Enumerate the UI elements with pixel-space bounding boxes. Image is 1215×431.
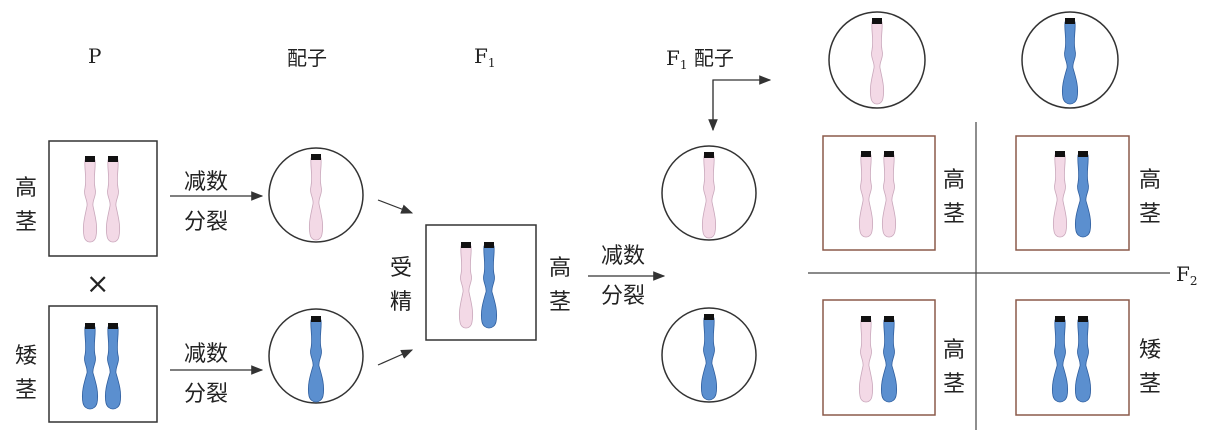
label-division-top: 分裂 — [184, 210, 229, 235]
chromosome-f2-bl-1 — [858, 315, 874, 403]
dwarf-parent-box — [48, 305, 158, 423]
chromosome-tall-1 — [82, 155, 98, 243]
label-f1-tall: 高茎 — [548, 256, 571, 315]
chromosome-f1-dwarf — [480, 241, 498, 329]
label-f2-tl: 高茎 — [942, 168, 965, 227]
f2-box-br — [1015, 299, 1130, 416]
label-dwarf-parent: 矮茎 — [14, 344, 37, 403]
label-meiosis-top: 减数 — [184, 170, 229, 195]
cross-symbol: × — [86, 267, 110, 300]
chromosome-f2-tl-1 — [858, 150, 874, 238]
arrow-tall-gamete-to-f1 — [377, 199, 414, 214]
chromosome-f2-gamete-tall — [869, 17, 885, 105]
header-gamete: 配子 — [287, 46, 327, 70]
f1-box — [425, 224, 537, 341]
label-fertilization: 受精 — [389, 256, 412, 315]
label-tall-parent: 高茎 — [14, 176, 37, 235]
chromosome-dwarf-2 — [104, 322, 122, 410]
chromosome-f2-tl-2 — [881, 150, 897, 238]
f1-gamete-tall-cell — [661, 145, 757, 241]
label-f2-bl: 高茎 — [942, 338, 965, 397]
label-division-bottom: 分裂 — [184, 382, 229, 407]
label-division-f1: 分裂 — [601, 284, 646, 309]
chromosome-tall-2 — [105, 155, 121, 243]
chromosome-f2-bl-2 — [880, 315, 898, 403]
dwarf-gamete-cell — [268, 308, 364, 404]
header-p: P — [88, 44, 102, 68]
f2-gamete-dwarf-cell — [1021, 11, 1119, 109]
chromosome-gamete-dwarf — [307, 315, 325, 403]
chromosome-f2-br-1 — [1051, 315, 1069, 403]
chromosome-dwarf-1 — [81, 322, 99, 410]
f1-gamete-dwarf-cell — [661, 307, 757, 403]
header-f1: F1 — [474, 44, 496, 70]
chromosome-f1-tall — [458, 241, 474, 329]
chromosome-f1-gamete-tall — [701, 151, 717, 239]
chromosome-f2-gamete-dwarf — [1061, 17, 1079, 105]
f2-box-bl — [822, 299, 936, 416]
label-f2-br: 矮茎 — [1138, 338, 1161, 397]
arrow-to-f2-gametes — [712, 75, 772, 130]
label-meiosis-f1: 减数 — [601, 244, 646, 269]
f2-gamete-tall-cell — [828, 11, 926, 109]
label-meiosis-bottom: 减数 — [184, 342, 229, 367]
chromosome-gamete-tall — [308, 153, 324, 241]
chromosome-f2-br-2 — [1074, 315, 1092, 403]
label-f2-tr: 高茎 — [1138, 168, 1161, 227]
chromosome-f2-tr-1 — [1052, 150, 1068, 238]
tall-parent-box — [48, 140, 158, 257]
tall-gamete-cell — [268, 147, 364, 243]
chromosome-f1-gamete-dwarf — [700, 313, 718, 401]
arrow-dwarf-gamete-to-f1 — [377, 349, 414, 366]
f2-box-tr — [1015, 135, 1130, 251]
header-f1-gamete: F1 配子 — [666, 46, 734, 72]
f2-box-tl — [822, 135, 936, 251]
header-f2: F2 — [1176, 262, 1198, 288]
chromosome-f2-tr-2 — [1074, 150, 1092, 238]
